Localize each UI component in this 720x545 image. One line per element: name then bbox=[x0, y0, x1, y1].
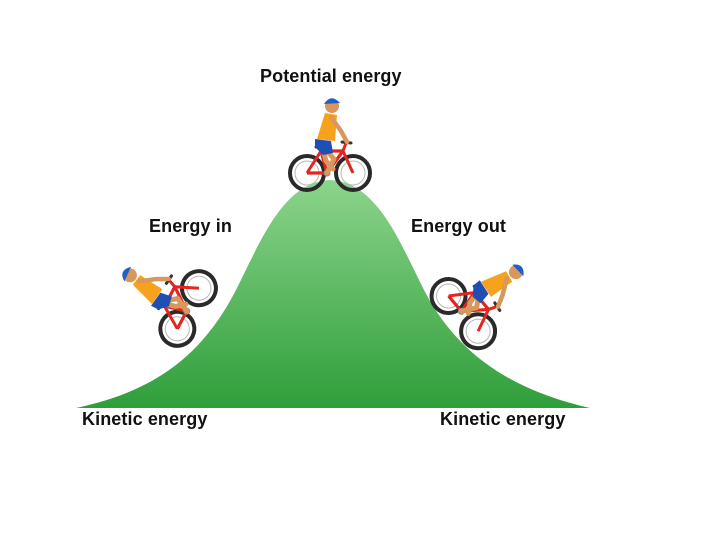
label-energy-in: Energy in bbox=[149, 216, 232, 236]
label-energy-out: Energy out bbox=[411, 216, 507, 236]
cyclist-top-icon bbox=[290, 98, 370, 190]
label-kinetic-energy-left: Kinetic energy bbox=[82, 409, 208, 429]
label-kinetic-energy-right: Kinetic energy bbox=[440, 409, 566, 429]
cyclist-climbing-icon bbox=[103, 238, 222, 352]
hill bbox=[76, 180, 590, 408]
label-potential-energy: Potential energy bbox=[260, 66, 402, 86]
